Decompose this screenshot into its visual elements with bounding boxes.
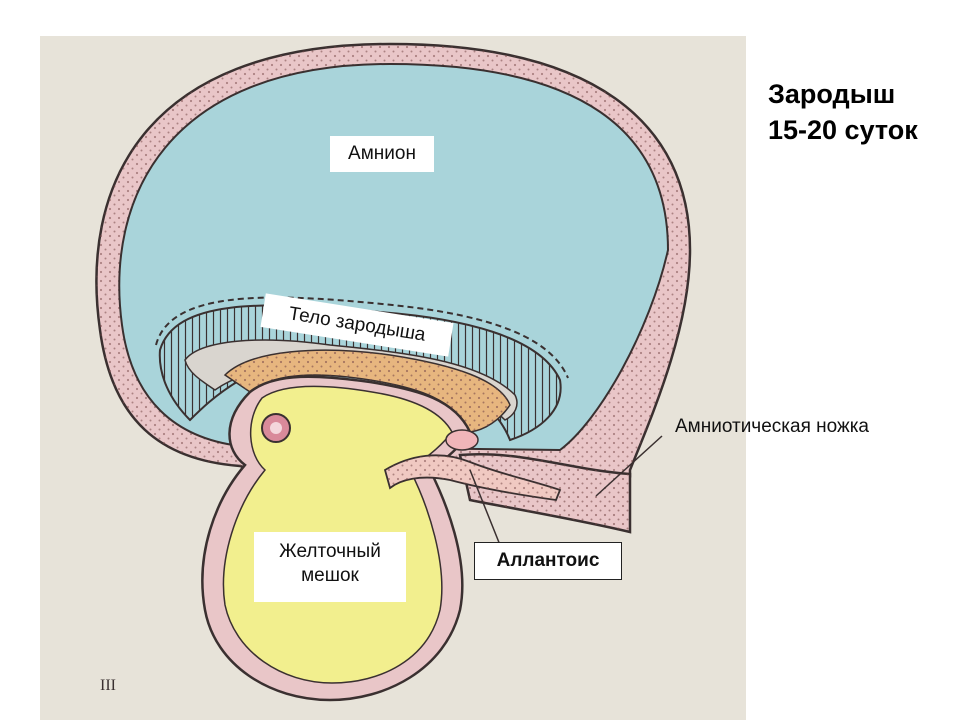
- amnion-label: Амнион: [330, 136, 434, 172]
- yolk-sac-label: Желточный мешок: [254, 532, 406, 602]
- allantois-label: Аллантоис: [474, 542, 622, 580]
- amniotic-stalk-label: Амниотическая ножка: [675, 416, 869, 437]
- vessel-lumen: [270, 422, 282, 434]
- figure-mark: III: [100, 677, 116, 694]
- yolk-sac-label-line1: Желточный: [279, 541, 381, 562]
- right-vessel: [445, 429, 479, 451]
- embryo-endoderm-dots: [225, 350, 510, 432]
- title-line2: 15-20 суток: [768, 115, 918, 145]
- title-line1: Зародыш: [768, 79, 896, 109]
- amniotic-stalk-leader: [595, 435, 663, 497]
- yolk-sac-label-line2: мешок: [301, 565, 359, 586]
- embryo-surface-dashed: [155, 296, 569, 379]
- allantois-leader: [469, 469, 501, 546]
- diagram-title: Зародыш 15-20 суток: [768, 76, 918, 148]
